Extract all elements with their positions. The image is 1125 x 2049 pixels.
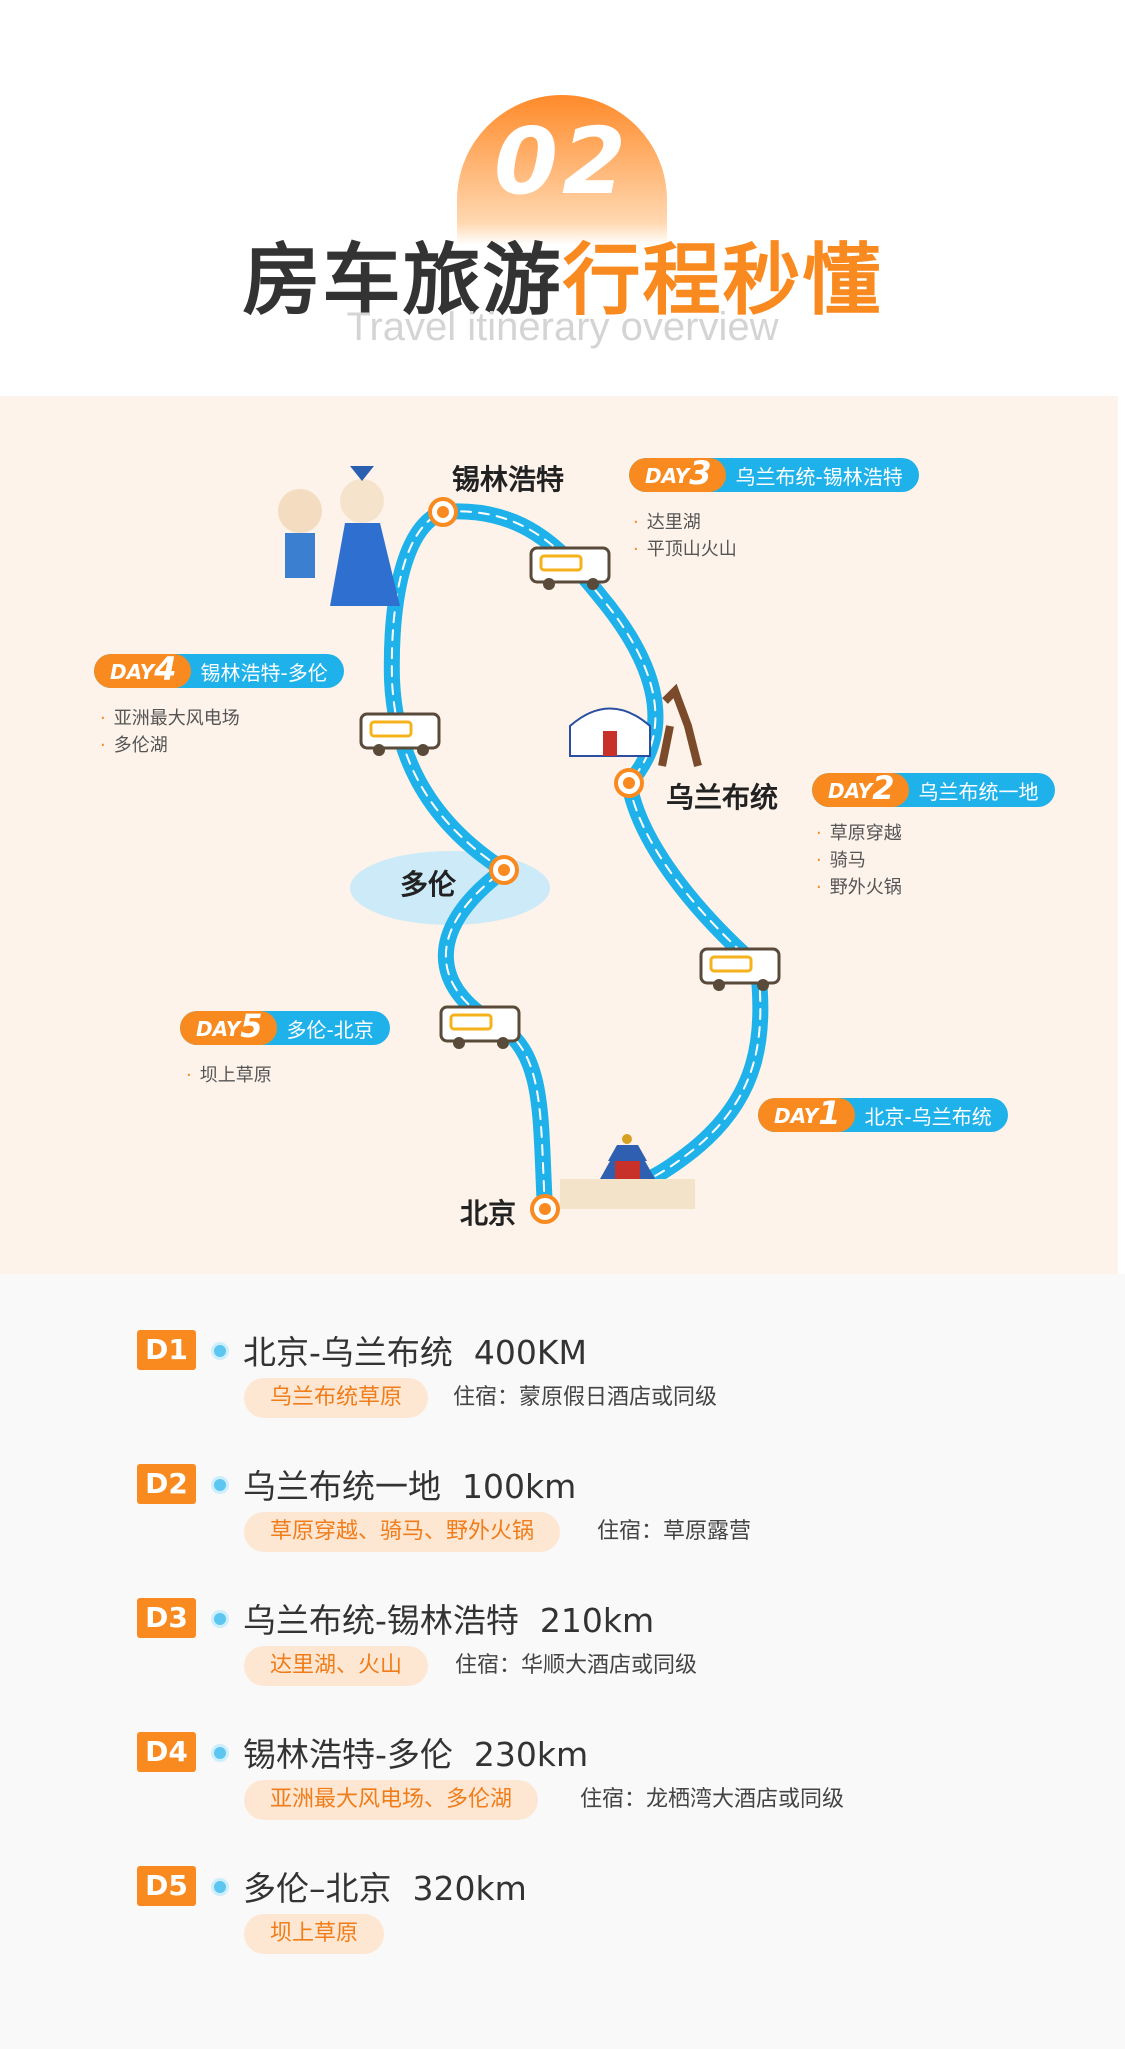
city-label-duolun: 多伦 [400, 868, 457, 901]
bullet-dot-icon [211, 1342, 229, 1360]
day5-bullets: ·坝上草原 [186, 1065, 272, 1086]
title-orange: 行程秒懂 [562, 236, 883, 326]
accommodation: 住宿：华顺大酒店或同级 [455, 1653, 698, 1678]
map-marker-xilinhaote [428, 497, 458, 527]
temple-of-heaven-icon [560, 1134, 695, 1209]
camper-icon [359, 712, 441, 756]
camper-icon [699, 947, 781, 991]
day2-bullets: ·草原穿越·骑马·野外火锅 [816, 823, 902, 898]
route-title: 乌兰布统一地 100km [243, 1467, 577, 1506]
page-subtitle: Travel itinerary overview [346, 305, 779, 349]
day-badge: D2 [137, 1464, 196, 1504]
route-title: 锡林浩特-多伦 230km [243, 1735, 589, 1774]
activities-tag: 坝上草原 [244, 1914, 385, 1954]
camper-icon [439, 1005, 521, 1049]
map-marker-duolun [489, 855, 519, 885]
title-dark: 房车旅游 [242, 236, 563, 326]
accommodation: 住宿：蒙原假日酒店或同级 [453, 1385, 718, 1410]
activities-tag: 乌兰布统草原 [244, 1378, 429, 1418]
section-number: 02 [493, 108, 631, 215]
activities-tag: 草原穿越、骑马、野外火锅 [244, 1512, 561, 1552]
city-label-wulanbutong: 乌兰布统 [666, 781, 779, 814]
map-marker-beijing [530, 1194, 560, 1224]
day-badge: D1 [137, 1330, 196, 1370]
route-title: 北京-乌兰布统 400KM [243, 1333, 587, 1372]
yurt-and-horse-icon [569, 683, 702, 767]
map-marker-wulanbutong [614, 768, 644, 798]
page-title: 房车旅游行程秒懂 [0, 218, 1125, 330]
route-title: 多伦–北京 320km [243, 1869, 527, 1908]
accommodation: 住宿：龙栖湾大酒店或同级 [580, 1787, 845, 1812]
route-path [278, 466, 781, 1217]
activities-tag: 达里湖、火山 [244, 1646, 429, 1686]
bullet-dot-icon [211, 1476, 229, 1494]
mongolian-characters-icon [278, 466, 400, 606]
city-label-xilinhaote: 锡林浩特 [452, 463, 565, 496]
camper-icon [529, 546, 611, 590]
day-badge: D5 [137, 1866, 196, 1906]
day-badge: D3 [137, 1598, 196, 1638]
route-title: 乌兰布统-锡林浩特 210km [243, 1601, 655, 1640]
city-label-beijing: 北京 [460, 1197, 517, 1230]
itinerary-list: D1 北京-乌兰布统 400KM 乌兰布统草原 住宿：蒙原假日酒店或同级 D2 … [0, 1274, 1125, 2049]
bullet-dot-icon [211, 1878, 229, 1896]
bullet-dot-icon [211, 1744, 229, 1762]
day-badge: D4 [137, 1732, 196, 1772]
day3-bullets: ·达里湖·平顶山火山 [633, 512, 737, 560]
day4-bullets: ·亚洲最大风电场·多伦湖 [100, 708, 240, 756]
accommodation: 住宿：草原露营 [597, 1519, 752, 1544]
bullet-dot-icon [211, 1610, 229, 1628]
activities-tag: 亚洲最大风电场、多伦湖 [244, 1780, 539, 1820]
